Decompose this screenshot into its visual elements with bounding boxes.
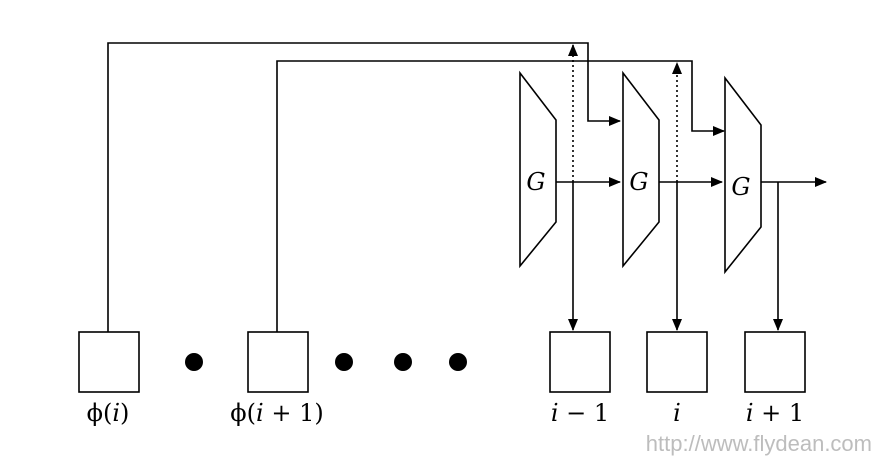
register-label-i-minus-1: i − 1 <box>551 399 609 427</box>
generator-label-1: G <box>526 168 545 196</box>
wire-phi-i-plus-1 <box>276 60 725 332</box>
ellipsis-dot-3 <box>394 353 412 371</box>
register-label-phi-i-plus-1: ϕ(i + 1) <box>230 399 323 427</box>
generator-block-2 <box>622 70 660 269</box>
generator-label-2: G <box>629 168 648 196</box>
register-box-i-plus-1 <box>744 331 806 393</box>
register-box-phi-i-plus-1 <box>247 331 309 393</box>
ellipsis-dot-4 <box>449 353 467 371</box>
generator-block-3 <box>724 75 762 275</box>
register-label-i-plus-1: i + 1 <box>746 399 804 427</box>
wire-phi-i <box>107 42 621 332</box>
register-label-i: i <box>673 399 681 427</box>
ellipsis-dot-2 <box>335 353 353 371</box>
generator-label-3: G <box>731 173 750 201</box>
generator-block-1 <box>519 70 557 269</box>
register-box-i <box>646 331 708 393</box>
watermark-text: http://www.flydean.com <box>646 431 872 456</box>
register-box-i-minus-1 <box>549 331 611 393</box>
ellipsis-dot-1 <box>185 353 203 371</box>
register-label-phi-i: ϕ(i) <box>87 399 130 427</box>
register-box-phi-i <box>78 331 140 393</box>
